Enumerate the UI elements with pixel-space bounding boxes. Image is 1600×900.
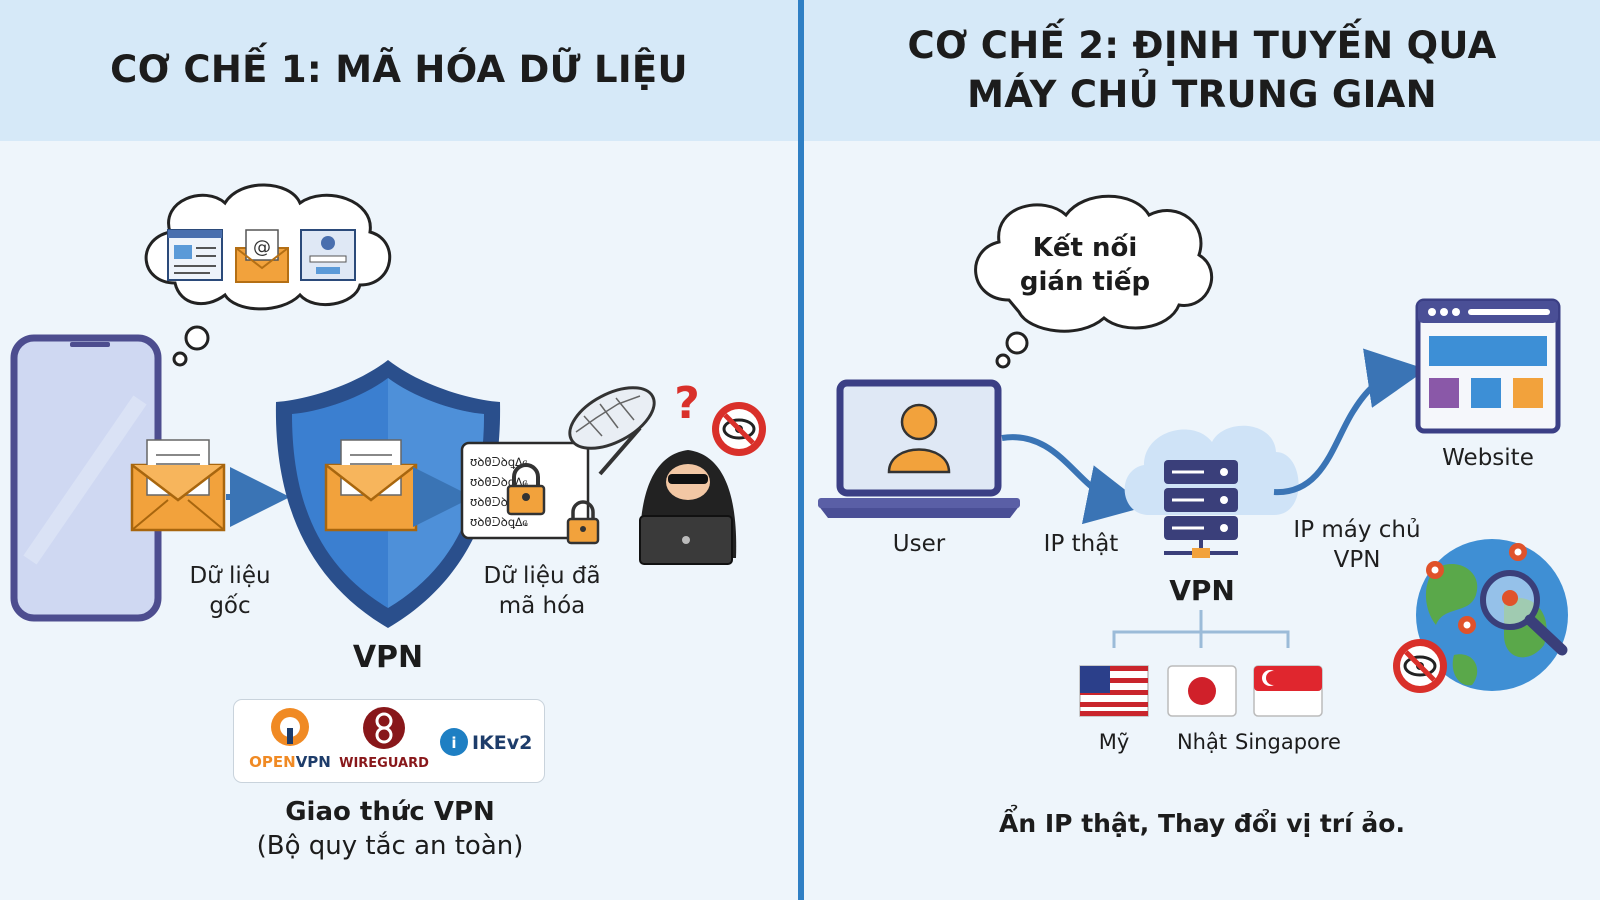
encrypted-data-card: ʊꝺΘᑓꝺꝗ∆ҩ ʊꝺΘᑓꝺꝗ∆ҩ ʊꝺΘᑓꝺꝗ∆ҩ ʊꝺΘᑓꝺꝗ∆ҩ [460,441,600,545]
right-title-line1: CƠ CHẾ 2: ĐỊNH TUYẾN QUA [907,23,1497,67]
encrypted-data-label: Dữ liệu đã mã hóa [483,563,601,619]
envelope-icon [324,439,418,532]
country-branches [1112,610,1290,648]
net-icon [568,386,656,476]
padlock-icon [506,463,546,516]
japan-flag-icon [1167,665,1237,717]
country-label-us: Mỹ [1098,730,1130,754]
encryption-panel: CƠ CHẾ 1: MÃ HÓA DỮ LIỆU [0,0,798,900]
us-flag-icon [1079,665,1149,717]
original-data-label: Dữ liệu gốc [189,563,271,619]
real-ip-label: IP thật [1043,531,1119,557]
map-pin-icon [1426,543,1527,634]
left-header: CƠ CHẾ 1: MÃ HÓA DỮ LIỆU [0,0,798,141]
magnifier-icon [1480,570,1568,656]
right-title-line2: MÁY CHỦ TRUNG GIAN [967,72,1437,116]
envelope-icon [130,439,226,532]
arrow-to-vpn [1001,434,1147,525]
question-icon: ? [674,378,700,429]
no-eye-icon [712,402,766,456]
email-icon: @ [235,229,289,283]
right-title: CƠ CHẾ 2: ĐỊNH TUYẾN QUA MÁY CHỦ TRUNG G… [907,22,1496,120]
cipher-line: ʊꝺΘᑓꝺꝗ∆ҩ [470,455,528,469]
cipher-line: ʊꝺΘᑓꝺꝗ∆ҩ [470,515,528,529]
website-label: Website [1442,445,1534,471]
country-label-singapore: Singapore [1235,730,1341,754]
svg-text:WIREGUARD: WIREGUARD [339,756,429,771]
website-icon [1415,298,1561,434]
panel-divider [798,0,804,900]
vpn-label: VPN [352,640,424,675]
routing-panel: CƠ CHẾ 2: ĐỊNH TUYẾN QUA MÁY CHỦ TRUNG G… [804,0,1600,900]
singapore-flag-icon [1253,665,1323,717]
country-label-japan: Nhật [1176,730,1228,754]
right-footer: Ẩn IP thật, Thay đổi vị trí ảo. [999,809,1405,838]
arrow-to-website [1273,348,1427,496]
protocol-box: OPENVPN WIREGUARD i IKEv2 [233,699,545,783]
document-icon [167,229,223,281]
user-icon [887,403,951,474]
vpn-label: VPN [1169,574,1235,607]
svg-text:i: i [451,734,456,752]
wireguard-logo: WIREGUARD [339,707,429,771]
login-card-icon [300,229,356,281]
svg-text:OPENVPN: OPENVPN [249,753,331,771]
ikev2-logo: i IKEv2 [440,728,532,756]
routing-diagram [818,194,1568,717]
thought-cloud: @ [144,183,392,367]
indirect-connection-text: Kết nối gián tiếp [1019,233,1151,297]
no-eye-icon [1393,639,1447,693]
svg-text:@: @ [253,237,271,258]
right-header: CƠ CHẾ 2: ĐỊNH TUYẾN QUA MÁY CHỦ TRUNG G… [804,0,1600,141]
left-title: CƠ CHẾ 1: MÃ HÓA DỮ LIỆU [110,48,688,92]
protocol-caption: Giao thức VPN [285,797,495,827]
hacker-icon [639,450,737,565]
thought-cloud [974,194,1214,369]
server-ip-label: IP máy chủ VPN [1293,517,1421,573]
padlock-icon [566,500,600,545]
server-icon [1164,460,1238,558]
encryption-diagram: @ [10,183,766,628]
user-label: User [892,531,946,557]
svg-text:IKEv2: IKEv2 [472,732,532,754]
protocol-subcaption: (Bộ quy tắc an toàn) [256,831,524,861]
protocol-logos: OPENVPN WIREGUARD i IKEv2 [249,707,532,771]
openvpn-logo: OPENVPN [249,708,331,771]
